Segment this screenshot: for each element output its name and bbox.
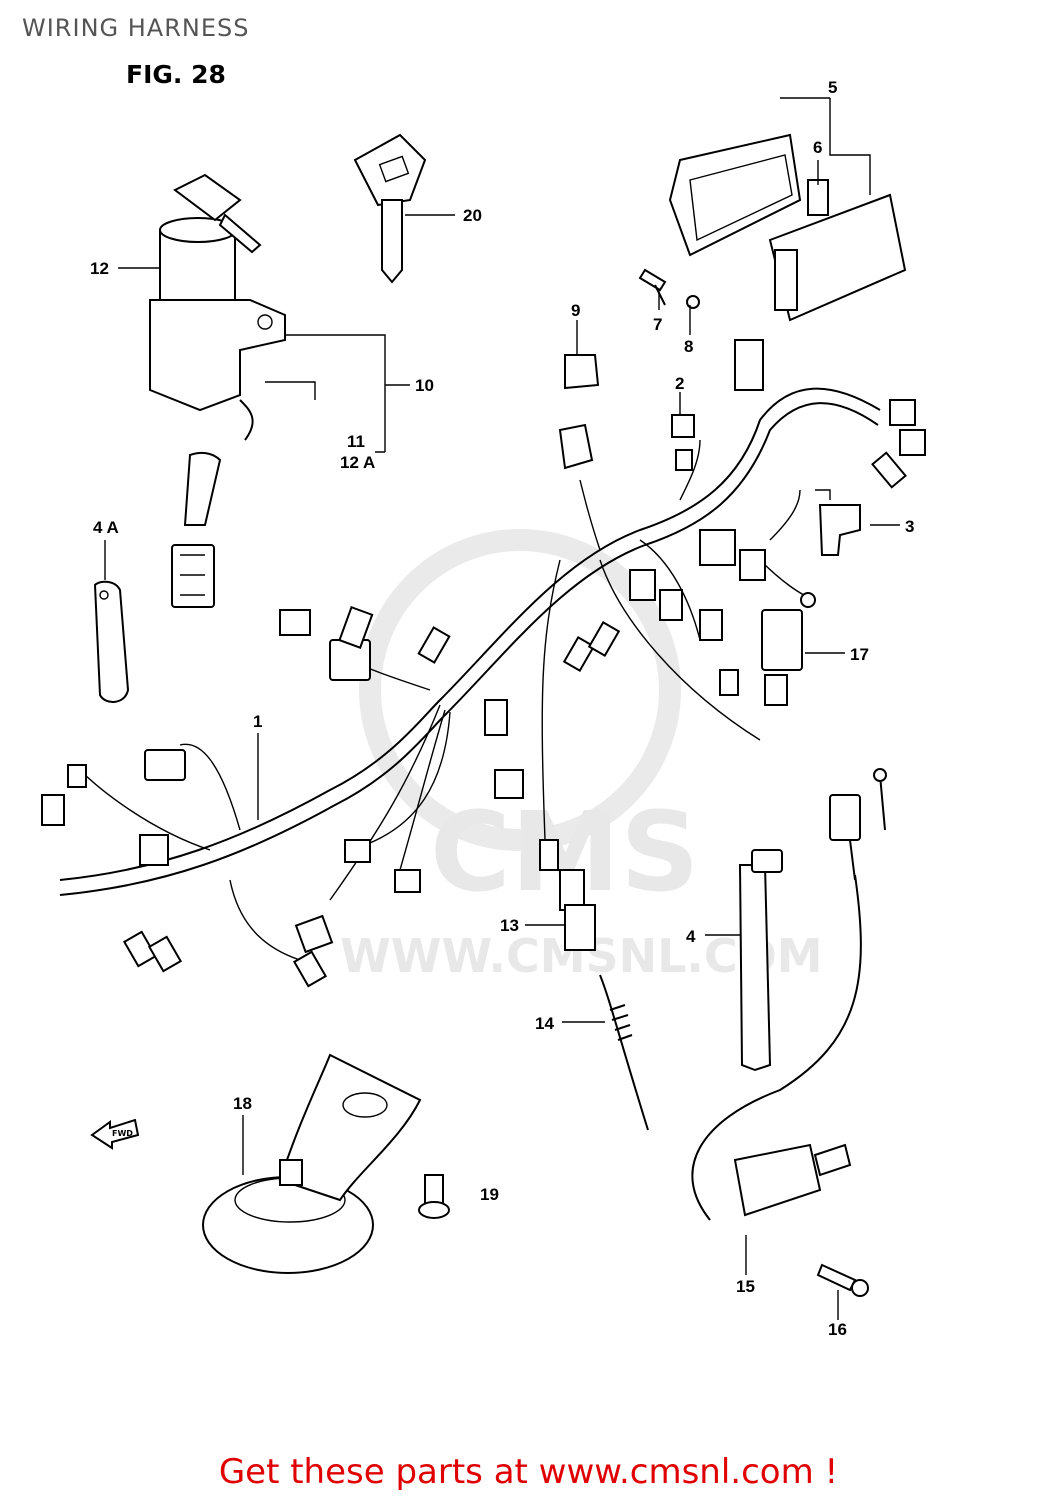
part-2-coupler (671, 414, 695, 471)
callout-4: 4 (686, 927, 696, 946)
part-3-cap (800, 489, 861, 608)
coupler-9 (558, 354, 600, 470)
callout-14: 14 (535, 1014, 554, 1033)
callout-10: 10 (415, 376, 434, 395)
relay-box (668, 133, 907, 322)
part-14-spring (599, 974, 649, 1131)
ignition-switch (149, 173, 286, 608)
part-13-switch (559, 869, 596, 951)
callout-labels: 1 2 3 4 4 A 5 6 7 8 9 10 11 12 12 A 13 1… (90, 78, 914, 1339)
callout-6: 6 (813, 138, 822, 157)
callout-3: 3 (905, 517, 914, 536)
part-19-bolt (418, 1174, 450, 1219)
harness-connectors (41, 339, 926, 988)
part-18-horn (202, 1053, 422, 1274)
footer-link[interactable]: Get these parts at www.cmsnl.com ! (218, 1452, 839, 1492)
bolt-and-washer (638, 268, 700, 309)
callout-17: 17 (850, 645, 869, 664)
callout-12a: 12 A (340, 453, 375, 472)
callout-7: 7 (653, 315, 662, 334)
callout-1: 1 (253, 712, 262, 731)
callout-18: 18 (233, 1094, 252, 1113)
main-harness (59, 387, 881, 961)
page-title: WIRING HARNESS (22, 14, 250, 42)
leader-lines (104, 97, 900, 1320)
callout-8: 8 (684, 337, 693, 356)
callout-16: 16 (828, 1320, 847, 1339)
fwd-arrow-icon: FWD (90, 1118, 140, 1150)
part-16-screw (816, 1263, 869, 1297)
callout-4a: 4 A (93, 518, 119, 537)
ignition-key (353, 133, 427, 284)
callout-11: 11 (347, 432, 365, 451)
part-4-tie (738, 849, 783, 1072)
callout-5: 5 (828, 78, 837, 97)
callout-13: 13 (500, 916, 519, 935)
callout-20: 20 (463, 206, 482, 225)
part-4a-strap (93, 580, 130, 703)
part-17-relay (761, 609, 803, 671)
fwd-text: FWD (112, 1129, 133, 1138)
callout-9: 9 (571, 301, 580, 320)
part-15-switch (691, 768, 887, 1221)
callout-2: 2 (675, 374, 684, 393)
figure-label: FIG. 28 (126, 60, 226, 89)
callout-19: 19 (480, 1185, 499, 1204)
callout-15: 15 (736, 1277, 755, 1296)
callout-12: 12 (90, 259, 109, 278)
